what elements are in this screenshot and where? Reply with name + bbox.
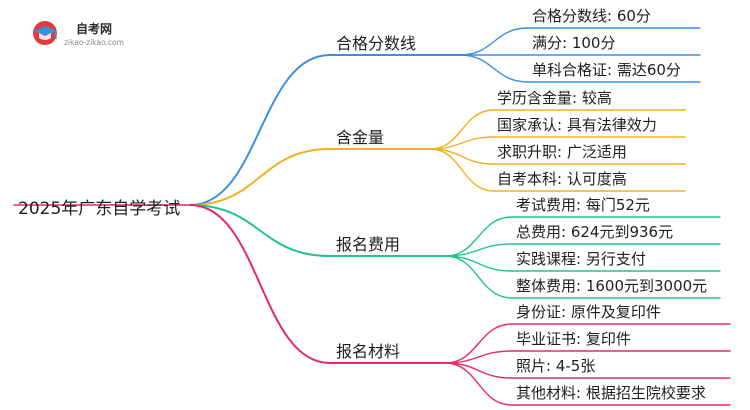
- branch-connector: [189, 54, 331, 206]
- leaf-materials-3: 其他材料: 根据招生院校要求: [516, 384, 706, 402]
- branch-connector: [189, 204, 331, 257]
- leaf-connector: [444, 323, 513, 364]
- leaf-fees-1: 总费用: 624元到936元: [516, 223, 674, 241]
- branch-fees: 报名费用: [336, 235, 401, 254]
- leaf-pass-score-0: 合格分数线: 60分: [532, 7, 651, 25]
- leaf-connector: [459, 54, 529, 83]
- leaf-materials-1: 毕业证书: 复印件: [516, 330, 631, 348]
- leaf-connector: [429, 148, 495, 192]
- leaf-materials-2: 照片: 4-5张: [516, 357, 596, 375]
- leaf-connector: [444, 362, 513, 406]
- logo-brand: 自考网: [76, 22, 113, 36]
- branch-connector: [189, 148, 331, 206]
- root-node: 2025年广东自学考试: [18, 199, 181, 219]
- leaf-connector: [444, 216, 513, 257]
- leaf-fees-2: 实践课程: 另行支付: [516, 250, 646, 268]
- leaf-fees-3: 整体费用: 1600元到3000元: [516, 277, 708, 295]
- leaf-pass-score-2: 单科合格证: 需达60分: [532, 61, 681, 79]
- logo: 自考网 zikao-zikao.com: [30, 18, 150, 50]
- branch-value: 含金量: [336, 128, 385, 147]
- leaf-connector: [459, 27, 529, 56]
- branch-materials: 报名材料: [336, 342, 401, 361]
- leaf-connector: [429, 109, 495, 150]
- leaf-fees-0: 考试费用: 每门52元: [516, 196, 650, 214]
- leaf-pass-score-1: 满分: 100分: [532, 34, 616, 52]
- leaf-value-0: 学历含金量: 较高: [497, 89, 612, 107]
- logo-site: zikao-zikao.com: [64, 38, 124, 47]
- branch-connector: [189, 204, 331, 364]
- graduation-cap-icon: [33, 21, 57, 45]
- leaf-value-2: 求职升职: 广泛适用: [497, 143, 627, 161]
- leaf-value-1: 国家承认: 具有法律效力: [497, 116, 657, 134]
- leaf-connector: [444, 255, 513, 272]
- branch-pass-score: 合格分数线: [336, 34, 417, 53]
- leaf-value-3: 自考本科: 认可度高: [497, 170, 627, 188]
- leaf-materials-0: 身份证: 原件及复印件: [516, 303, 661, 321]
- leaf-connector: [444, 362, 513, 379]
- leaf-connector: [429, 148, 495, 165]
- leaf-connector: [444, 255, 513, 299]
